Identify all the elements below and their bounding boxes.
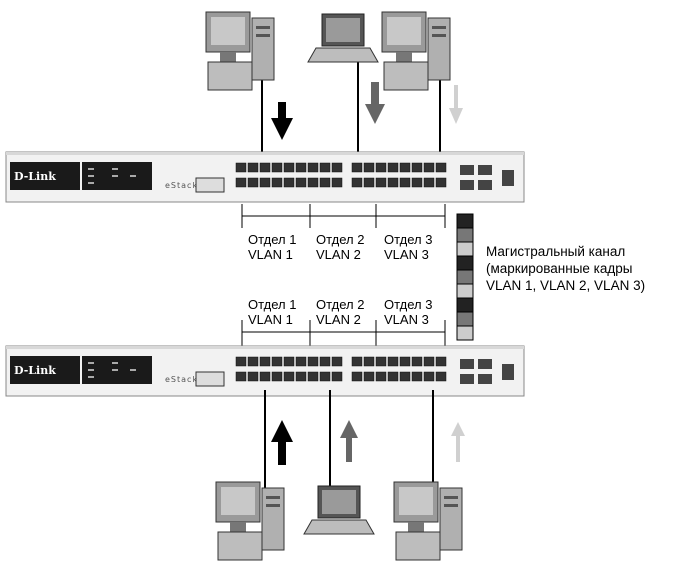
arrow-down-vlan3 (449, 85, 463, 124)
switch-bottom-ports (235, 356, 447, 382)
top-vlan1-label: VLAN 1 (248, 247, 293, 262)
top-vlan3-label: VLAN 3 (384, 247, 429, 262)
bottom-dept2-label: Отдел 2 (316, 297, 365, 312)
trunk-segment-vlan1 (456, 297, 474, 313)
desktop-computer-icon (393, 481, 463, 561)
desktop-computer-icon (215, 481, 285, 561)
trunk-segment-vlan2 (456, 269, 474, 285)
trunk-segment-vlan3 (456, 283, 474, 299)
top-connection-lines (261, 55, 441, 160)
top-dept1-label: Отдел 1 (248, 232, 297, 247)
trunk-title: Магистральный канал (486, 244, 626, 259)
top-dept2-label: Отдел 2 (316, 232, 365, 247)
bottom-vlan2-label: VLAN 2 (316, 312, 361, 327)
top-department-brackets (241, 204, 446, 228)
switch-bottom-uplink-ports (460, 359, 514, 384)
switch-bottom: D-Link eStack (5, 345, 525, 397)
switch-bottom-console-port (195, 371, 225, 387)
switch-bottom-stack-label: eStack (165, 375, 198, 384)
arrow-down-vlan2 (365, 82, 385, 124)
bottom-dept1-label: Отдел 1 (248, 297, 297, 312)
switch-top-stack-label: eStack (165, 181, 198, 190)
bottom-dept3-label: Отдел 3 (384, 297, 433, 312)
switch-top-brand: D-Link (14, 170, 56, 183)
laptop-icon (307, 13, 379, 63)
arrow-up-vlan2 (340, 420, 358, 462)
bottom-vlan3-label: VLAN 3 (384, 312, 429, 327)
switch-bottom-brand: D-Link (14, 364, 56, 377)
trunk-vlans: VLAN 1, VLAN 2, VLAN 3) (486, 278, 646, 293)
trunk-segment-vlan3 (456, 325, 474, 341)
trunk-segment-vlan2 (456, 227, 474, 243)
bottom-connection-lines (264, 390, 434, 490)
top-vlan2-label: VLAN 2 (316, 247, 361, 262)
trunk-cable (456, 213, 474, 341)
bottom-vlan1-label: VLAN 1 (248, 312, 293, 327)
laptop-icon (303, 485, 375, 535)
switch-top-uplink-ports (460, 165, 514, 190)
switch-top-ports (235, 162, 447, 188)
bottom-department-brackets (241, 320, 446, 346)
trunk-segment-vlan3 (456, 241, 474, 257)
desktop-computer-icon (381, 11, 451, 91)
trunk-description: Магистральный канал (маркированные кадры… (486, 243, 645, 294)
top-dept3-label: Отдел 3 (384, 232, 433, 247)
switch-bottom-logo-panel (10, 356, 80, 384)
trunk-segment-vlan2 (456, 311, 474, 327)
switch-top-console-port (195, 177, 225, 193)
switch-top-logo-panel (10, 162, 80, 190)
desktop-computer-icon (205, 11, 275, 91)
arrow-up-vlan3 (451, 422, 465, 462)
trunk-segment-vlan1 (456, 213, 474, 229)
trunk-subtitle: (маркированные кадры (486, 261, 633, 276)
arrow-down-vlan1 (271, 102, 293, 140)
trunk-segment-vlan1 (456, 255, 474, 271)
arrow-up-vlan1 (271, 420, 293, 465)
switch-top: D-Link eStack (5, 151, 525, 203)
